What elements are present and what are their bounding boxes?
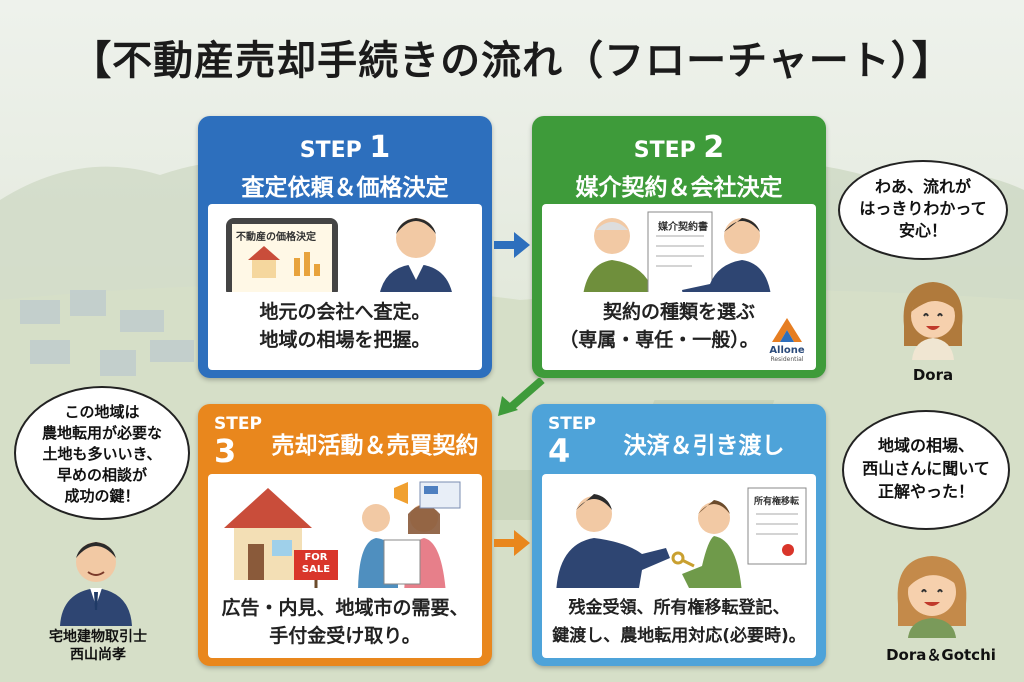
step-3-title: 売却活動＆売買契約 (271, 433, 479, 459)
tablet-agent-illustration (226, 218, 454, 306)
step-4-number: 4 (548, 432, 571, 470)
contract-document-text: 媒介契約書 (658, 222, 708, 233)
dora-label: Dora (912, 366, 954, 384)
arrow-step3-to-step4 (494, 530, 530, 556)
for-sale-house-illustration (224, 481, 461, 594)
step-2-number: 2 (703, 130, 725, 165)
advisor-avatar (60, 542, 132, 626)
gotchi-speech-bubble: 地域の相場、 西山さんに聞いて 正解やった！ (842, 410, 1010, 530)
dora-avatar (903, 282, 963, 360)
step-1-number: 1 (369, 130, 391, 165)
step-4-title: 決済＆引き渡し (623, 433, 785, 459)
arrow-step1-to-step2 (494, 232, 530, 258)
allone-logo-mark-icon (772, 318, 802, 342)
step-3-illustration: FOR SALE (208, 474, 482, 594)
step-1-card: STEP 1 査定依頼＆価格決定 不動産の価格決定 地元の会社へ査定。 地域の相… (198, 116, 492, 378)
step-1-caption: 地元の会社へ査定。 地域の相場を把握。 (208, 292, 482, 370)
gotchi-label: Dora＆Gotchi (886, 646, 996, 664)
page-title: 【不動産売却手続きの流れ（フローチャート）】 (71, 38, 953, 84)
advisor-name: 西山尚孝 (70, 647, 126, 663)
tablet-text: 不動産の価格決定 (236, 232, 316, 243)
for-sale-sign: FOR SALE (301, 552, 331, 575)
step-3-number: 3 (214, 432, 237, 470)
gotchi-avatar (897, 556, 967, 638)
step-1-word: STEP (299, 138, 362, 163)
step-1-illustration: 不動産の価格決定 (208, 204, 482, 306)
step-2-header: STEP 2 媒介契約＆会社決定 (532, 116, 826, 204)
step-1-header: STEP 1 査定依頼＆価格決定 (198, 116, 492, 204)
advisor-speech-bubble: この地域は 農地転用が必要な 土地も多いいき、 早めの相談が 成功の鍵！ (14, 386, 190, 520)
step-4-caption: 残金受領、所有権移転登記、 鍵渡し、農地転用対応(必要時)。 (542, 588, 816, 658)
allone-logo: Allone Residential (762, 318, 812, 364)
key-handover-illustration (556, 487, 807, 594)
arrow-step2-to-step3 (498, 378, 545, 416)
step-2-word: STEP (633, 138, 696, 163)
ownership-document-text: 所有権移転 (754, 497, 800, 507)
step-2-illustration: 媒介契約書 (542, 204, 816, 306)
step-3-word: STEP (214, 414, 262, 434)
step-1-title: 査定依頼＆価格決定 (241, 175, 449, 201)
step-4-illustration: 所有権移転 (542, 474, 816, 594)
dora-speech-bubble: わあ、流れが はっきりわかって 安心！ (838, 160, 1008, 260)
step-2-caption: 契約の種類を選ぶ （専属・専任・一般）。 (542, 292, 816, 370)
step-2-card: STEP 2 媒介契約＆会社決定 媒介契約書 契約の種類を選ぶ （専属・専任・一… (532, 116, 826, 378)
step-3-caption: 広告・内見、地域市の需要、 手付金受け取り。 (208, 588, 482, 658)
advisor-label: 宅地建物取引士 西山尚孝 (14, 628, 182, 664)
step-2-title: 媒介契約＆会社決定 (575, 175, 783, 201)
advisor-title: 宅地建物取引士 (49, 629, 147, 645)
step-4-word: STEP (548, 414, 596, 434)
